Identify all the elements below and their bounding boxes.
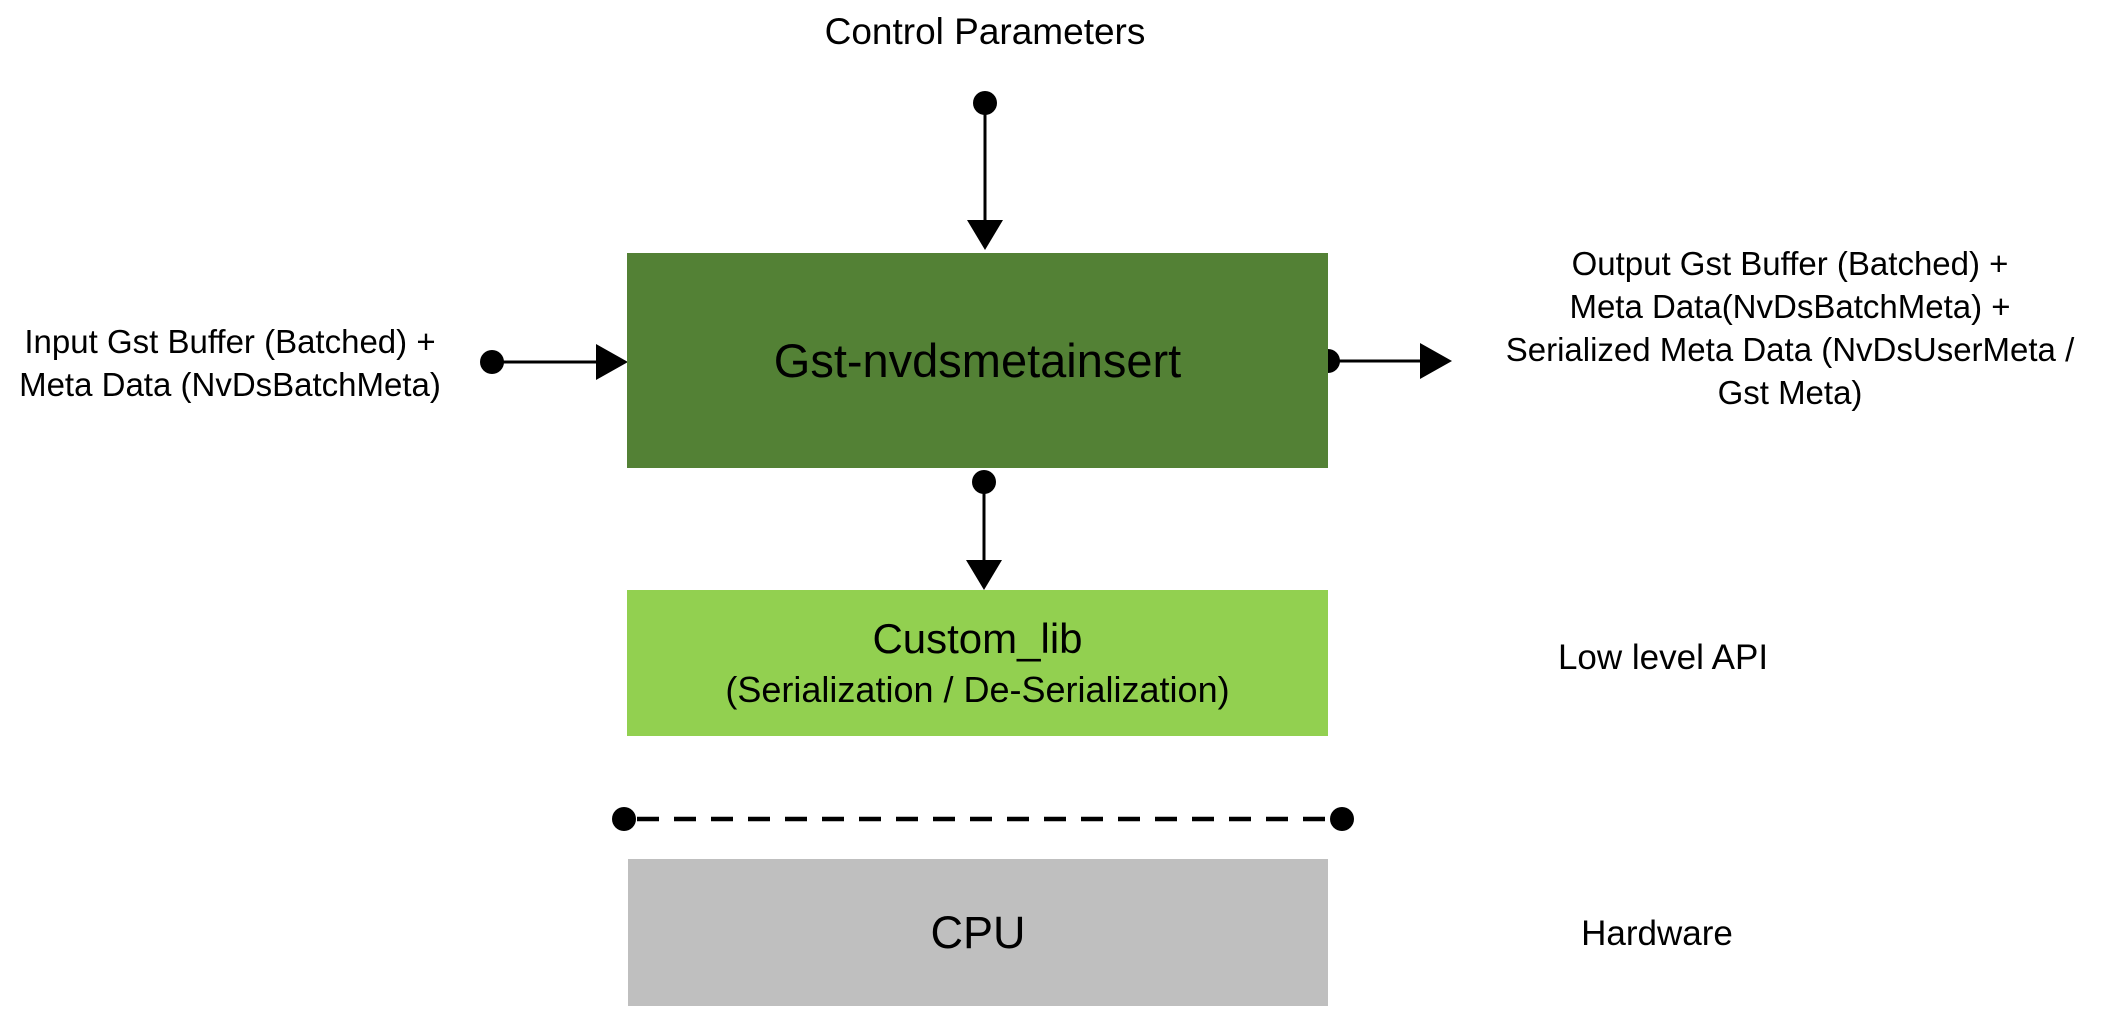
arrowhead-icon — [596, 344, 628, 380]
control-parameters-label: Control Parameters — [824, 11, 1146, 52]
custom-lib-box: Custom_lib (Serialization / De-Serializa… — [627, 590, 1328, 736]
custom-lib-title: Custom_lib — [872, 615, 1083, 662]
output-arrow — [1316, 343, 1452, 379]
arrow-tail-dot — [973, 91, 997, 115]
arrow-tail-dot — [480, 350, 504, 374]
output-buffer-line-2: Meta Data(NvDsBatchMeta) + — [1569, 288, 2011, 325]
output-buffer-line-3: Serialized Meta Data (NvDsUserMeta / — [1505, 331, 2075, 368]
arrowhead-icon — [967, 220, 1003, 250]
boundary-left-dot — [612, 807, 636, 831]
control-parameters-arrow — [967, 91, 1003, 250]
input-buffer-label: Input Gst Buffer (Batched) + Meta Data (… — [0, 320, 460, 406]
arrow-tail-dot — [972, 470, 996, 494]
input-buffer-line-2: Meta Data (NvDsBatchMeta) — [19, 366, 441, 403]
arrowhead-icon — [966, 560, 1002, 590]
cpu-title: CPU — [930, 906, 1026, 958]
input-arrow — [480, 344, 628, 380]
boundary-right-dot — [1330, 807, 1354, 831]
output-buffer-label: Output Gst Buffer (Batched) + Meta Data(… — [1475, 242, 2105, 414]
input-buffer-line-1: Input Gst Buffer (Batched) + — [24, 323, 436, 360]
hardware-boundary-dashed-line — [612, 807, 1354, 831]
cpu-box: CPU — [628, 859, 1328, 1006]
output-buffer-line-4: Gst Meta) — [1717, 374, 1863, 411]
gst-nvdsmetainsert-box: Gst-nvdsmetainsert — [627, 253, 1328, 468]
hardware-label: Hardware — [1581, 914, 1733, 953]
low-level-api-label: Low level API — [1557, 638, 1769, 677]
arrowhead-icon — [1420, 343, 1452, 379]
gst-nvdsmetainsert-title: Gst-nvdsmetainsert — [773, 334, 1182, 387]
custom-lib-arrow — [966, 470, 1002, 590]
custom-lib-subtitle: (Serialization / De-Serialization) — [725, 669, 1230, 710]
output-buffer-line-1: Output Gst Buffer (Batched) + — [1571, 245, 2009, 282]
